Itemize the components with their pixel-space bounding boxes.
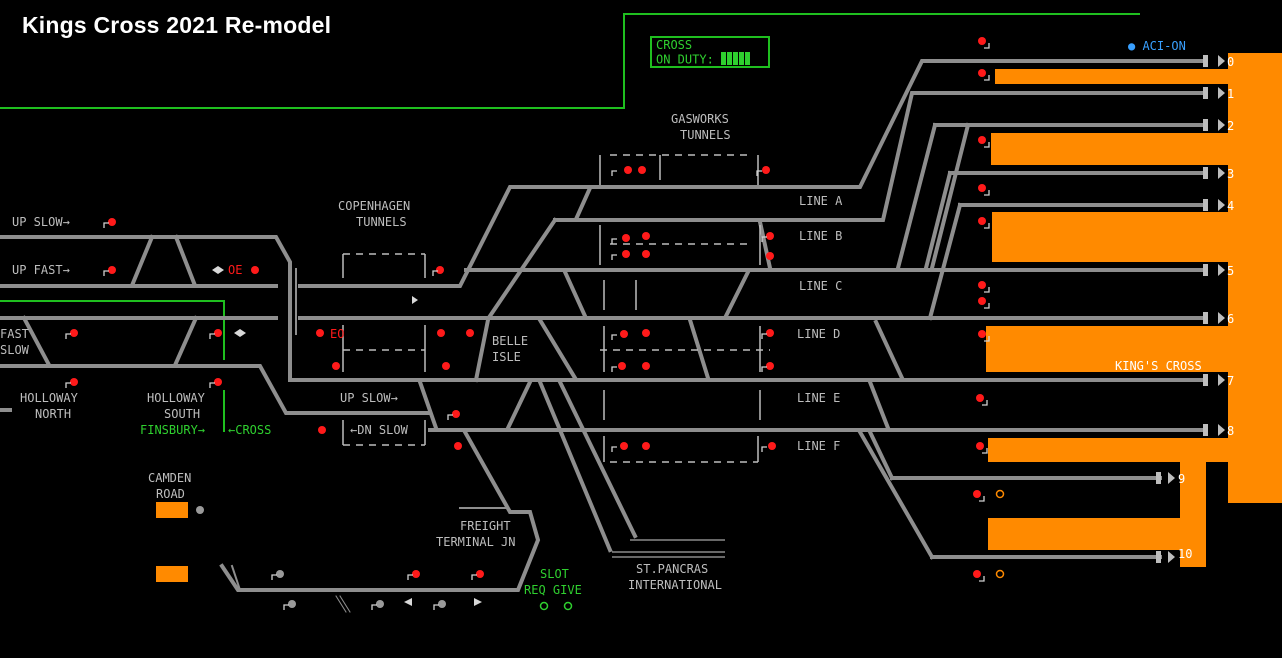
tunnel-outlines — [343, 154, 770, 463]
on-duty-bars — [721, 52, 751, 68]
st-pancras-tracks — [612, 539, 725, 558]
freight-terminal-label-2: TERMINAL JN — [436, 535, 516, 549]
platform-3: 3 — [1227, 167, 1235, 181]
platform-6: 6 — [1227, 312, 1235, 326]
platform-5: 5 — [1227, 264, 1235, 278]
line-b-label: LINE B — [799, 229, 843, 243]
belle-isle-label-2: ISLE — [492, 350, 521, 364]
up-fast-label: UP FAST→ — [12, 263, 70, 277]
gasworks-label-1: GASWORKS — [671, 112, 729, 126]
line-f-label: LINE F — [797, 439, 841, 453]
up-slow-label: UP SLOW→ — [12, 215, 70, 229]
slot-label-1: SLOT — [540, 567, 569, 581]
platform-10: 10 — [1178, 547, 1193, 561]
platform-1: 1 — [1227, 87, 1235, 101]
buffer-stops — [1156, 55, 1225, 563]
line-e-label: LINE E — [797, 391, 841, 405]
copenhagen-label-1: COPENHAGEN — [338, 199, 411, 213]
st-pancras-label-2: INTERNATIONAL — [628, 578, 722, 592]
orange-indicators[interactable] — [995, 489, 1005, 579]
holloway-north-label-2: NORTH — [35, 407, 72, 421]
platform-0: 0 — [1227, 55, 1235, 69]
platform-8: 8 — [1227, 424, 1235, 438]
cross-arrow-label: ←CROSS — [228, 423, 272, 437]
platform-blocks — [156, 53, 1282, 582]
tunnel-edges — [295, 155, 761, 462]
area-boundary — [0, 13, 1140, 432]
on-duty-panel: CROSS ON DUTY: — [650, 36, 770, 68]
tracks — [0, 59, 1207, 613]
slow-label: SLOW — [0, 343, 29, 357]
platform-4: 4 — [1227, 199, 1235, 213]
belle-isle-label-1: BELLE — [492, 334, 529, 348]
page-title: Kings Cross 2021 Re-model — [22, 12, 332, 38]
slot-label-2: REQ GIVE — [524, 583, 582, 597]
fast-label: FAST — [0, 327, 29, 341]
aci-status[interactable]: ● ACI-ON — [1128, 39, 1186, 53]
line-d-label: LINE D — [797, 327, 841, 341]
signal-posts — [65, 43, 990, 610]
direction-arrows — [212, 266, 482, 606]
cross-label: CROSS — [656, 38, 693, 52]
dn-slow-label: ←DN SLOW — [350, 423, 408, 437]
platform-7: 7 — [1227, 374, 1235, 388]
freight-terminal-label-1: FREIGHT — [460, 519, 511, 533]
signal-aspects[interactable] — [70, 37, 986, 578]
signal-grey[interactable] — [196, 506, 446, 608]
platform-9: 9 — [1178, 472, 1186, 486]
copenhagen-label-2: TUNNELS — [356, 215, 407, 229]
up-slow-mid-label: UP SLOW→ — [340, 391, 398, 405]
gasworks-label-2: TUNNELS — [680, 128, 731, 142]
oe-indicator[interactable]: OE — [228, 263, 243, 277]
holloway-south-label-1: HOLLOWAY — [147, 391, 205, 405]
holloway-south-label-2: SOUTH — [164, 407, 201, 421]
camden-road-label-2: ROAD — [156, 487, 185, 501]
eo-indicator[interactable]: EO — [330, 327, 345, 341]
kings-cross-label: KING'S CROSS — [1115, 359, 1202, 373]
finsbury-label: FINSBURY→ — [140, 423, 206, 437]
slot-indicators[interactable] — [539, 601, 573, 611]
st-pancras-label-1: ST.PANCRAS — [636, 562, 709, 576]
platform-2: 2 — [1227, 119, 1235, 133]
line-c-label: LINE C — [799, 279, 843, 293]
camden-road-label-1: CAMDEN — [148, 471, 192, 485]
on-duty-label: ON DUTY: — [656, 52, 714, 67]
line-a-label: LINE A — [799, 194, 843, 208]
holloway-north-label-1: HOLLOWAY — [20, 391, 78, 405]
